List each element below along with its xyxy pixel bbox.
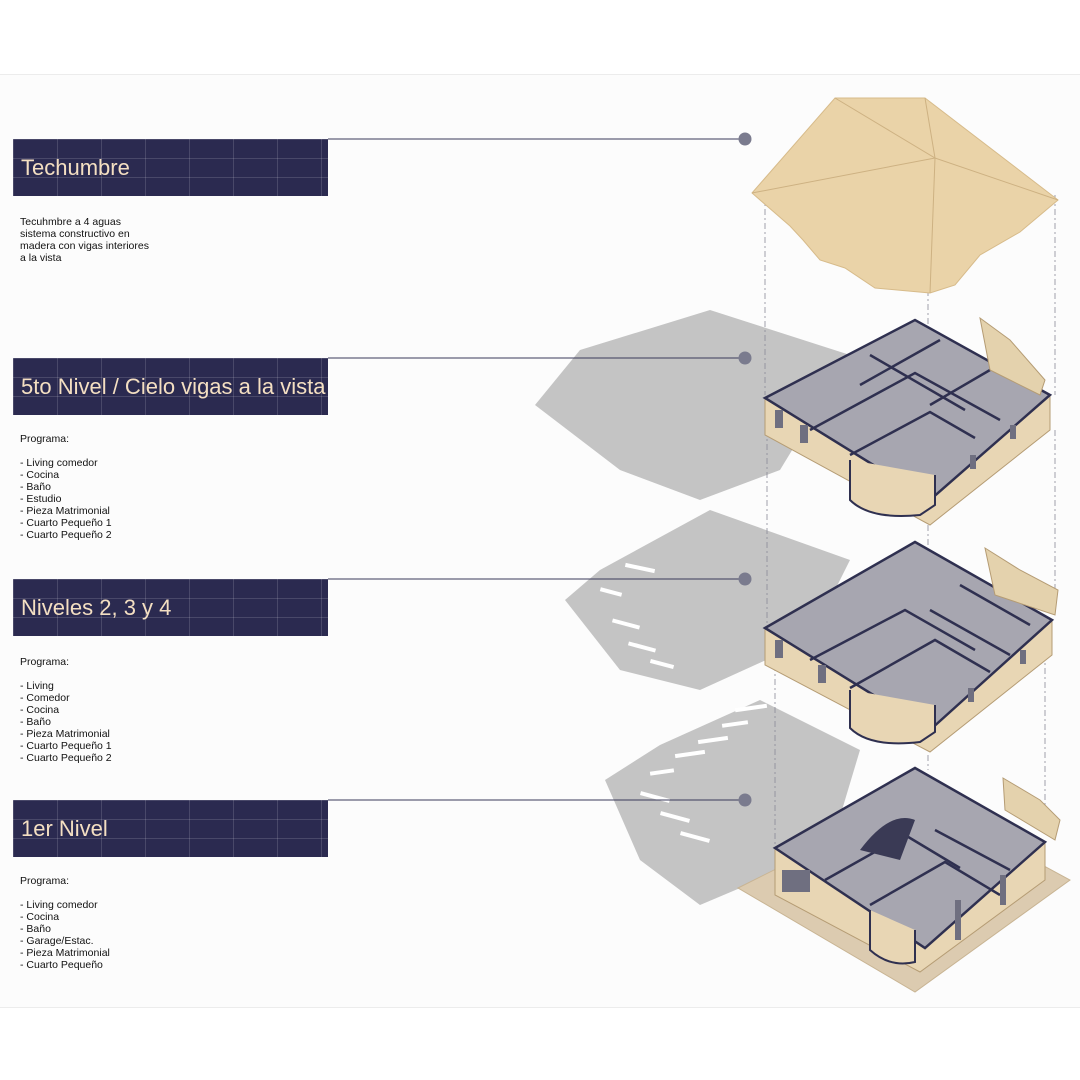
level5-model	[762, 316, 1053, 526]
level5-title-box: 5to Nivel / Cielo vigas a la vista	[13, 358, 328, 415]
list-item: - Pieza Matrimonial	[20, 505, 110, 517]
list-item: - Living	[20, 680, 54, 692]
list-item: - Baño	[20, 923, 51, 935]
list-item: - Cuarto Pequeño	[20, 959, 103, 971]
list-item: - Baño	[20, 716, 51, 728]
alignment-lines	[764, 195, 1056, 850]
list-item: - Cocina	[20, 704, 60, 716]
leader-dot-roof	[738, 132, 752, 146]
list-item: - Cuarto Pequeño 1	[20, 740, 112, 752]
leader-dot-level1	[738, 793, 752, 807]
list-item: - Living comedor	[20, 899, 98, 911]
list-item: - Living comedor	[20, 457, 98, 469]
level1-model	[736, 766, 1071, 993]
list-item: - Cocina	[20, 469, 60, 481]
list-item: - Garage/Estac.	[20, 935, 94, 947]
levels234-model	[762, 540, 1059, 753]
level5-title: 5to Nivel / Cielo vigas a la vista	[21, 373, 326, 399]
leader-dots	[738, 132, 752, 807]
list-item: - Pieza Matrimonial	[20, 947, 110, 959]
level1-title: 1er Nivel	[21, 815, 108, 841]
level1-program-list: - Living comedor - Cocina - Baño - Garag…	[20, 899, 110, 971]
roof-model	[751, 97, 1059, 294]
leader-lines	[328, 138, 745, 801]
roof-title: Techumbre	[21, 154, 130, 180]
list-item: - Cuarto Pequeño 2	[20, 752, 112, 764]
level1-title-box: 1er Nivel	[13, 800, 328, 857]
levels234-title-box: Niveles 2, 3 y 4	[13, 579, 328, 636]
level1-program-label: Programa:	[20, 875, 70, 887]
list-item: - Baño	[20, 481, 51, 493]
levels234-title: Niveles 2, 3 y 4	[21, 594, 172, 620]
leader-dot-levels234	[738, 572, 752, 586]
levels234-program-label: Programa:	[20, 656, 70, 668]
roof-title-box: Techumbre	[13, 139, 328, 196]
roof-description: Tecuhmbre a 4 aguas sistema constructivo…	[20, 216, 149, 264]
list-item: - Cuarto Pequeño 2	[20, 529, 112, 541]
list-item: - Cuarto Pequeño 1	[20, 517, 112, 529]
level5-program-label: Programa:	[20, 433, 70, 445]
list-item: - Pieza Matrimonial	[20, 728, 110, 740]
list-item: - Cocina	[20, 911, 60, 923]
list-item: - Estudio	[20, 493, 62, 505]
list-item: - Comedor	[20, 692, 70, 704]
levels234-program-list: - Living - Comedor - Cocina - Baño - Pie…	[20, 680, 112, 764]
level5-program-list: - Living comedor - Cocina - Baño - Estud…	[20, 457, 112, 541]
leader-dot-level5	[738, 351, 752, 365]
